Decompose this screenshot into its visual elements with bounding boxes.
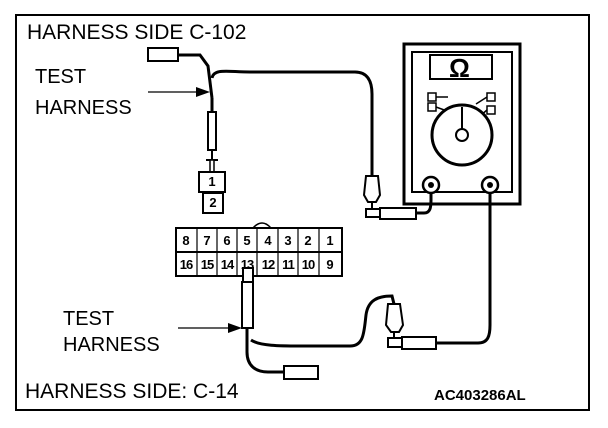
c14-pin-9: 9	[326, 257, 334, 272]
upper-test-harness	[147, 47, 433, 220]
c14-pin-5: 5	[243, 233, 251, 248]
leader-arrows	[148, 87, 242, 333]
test-harness-lower-label-line1: TEST	[63, 308, 115, 330]
c14-pin-6: 6	[223, 233, 231, 248]
c14-pin-3: 3	[284, 233, 292, 248]
arrow-icon	[196, 87, 210, 97]
c14-pin-15: 15	[200, 257, 214, 272]
small-connector-c102	[198, 171, 226, 214]
harness-side-c14-label: HARNESS SIDE: C-14	[25, 380, 239, 403]
large-connector-c14	[175, 222, 343, 277]
ohm-symbol-icon: Ω	[449, 53, 470, 83]
test-harness-lower-label-line2: HARNESS	[63, 334, 160, 356]
figure-code: AC403286AL	[434, 387, 526, 404]
test-harness-upper-label-line2: HARNESS	[35, 97, 132, 119]
c14-pin-8: 8	[182, 233, 190, 248]
c102-pin-2: 2	[209, 195, 217, 210]
harness-side-c102-label: HARNESS SIDE C-102	[27, 21, 247, 44]
c14-pin-16: 16	[179, 257, 193, 272]
c102-pin-1: 1	[208, 174, 216, 189]
c14-pin-14: 14	[220, 257, 234, 272]
c14-pin-13: 13	[240, 257, 254, 272]
meter-mode-indicator	[427, 92, 437, 102]
test-harness-upper-label-line1: TEST	[35, 66, 87, 88]
meter-mode-indicator	[486, 105, 496, 115]
c14-pin-12: 12	[261, 257, 275, 272]
c14-pin-10: 10	[301, 257, 315, 272]
c14-pin-4: 4	[264, 233, 272, 248]
c14-pin-2: 2	[304, 233, 312, 248]
c14-pin-11: 11	[282, 257, 295, 272]
meter-mode-indicator	[427, 102, 437, 112]
harness-end-plug	[283, 365, 319, 380]
c14-pin-1: 1	[326, 233, 334, 248]
lower-test-harness	[241, 193, 492, 380]
arrow-icon	[228, 323, 242, 333]
c14-pin-7: 7	[203, 233, 211, 248]
ohmmeter	[402, 42, 522, 206]
meter-mode-indicator	[486, 92, 496, 102]
harness-end-plug	[147, 47, 179, 62]
meter-display	[429, 54, 493, 80]
